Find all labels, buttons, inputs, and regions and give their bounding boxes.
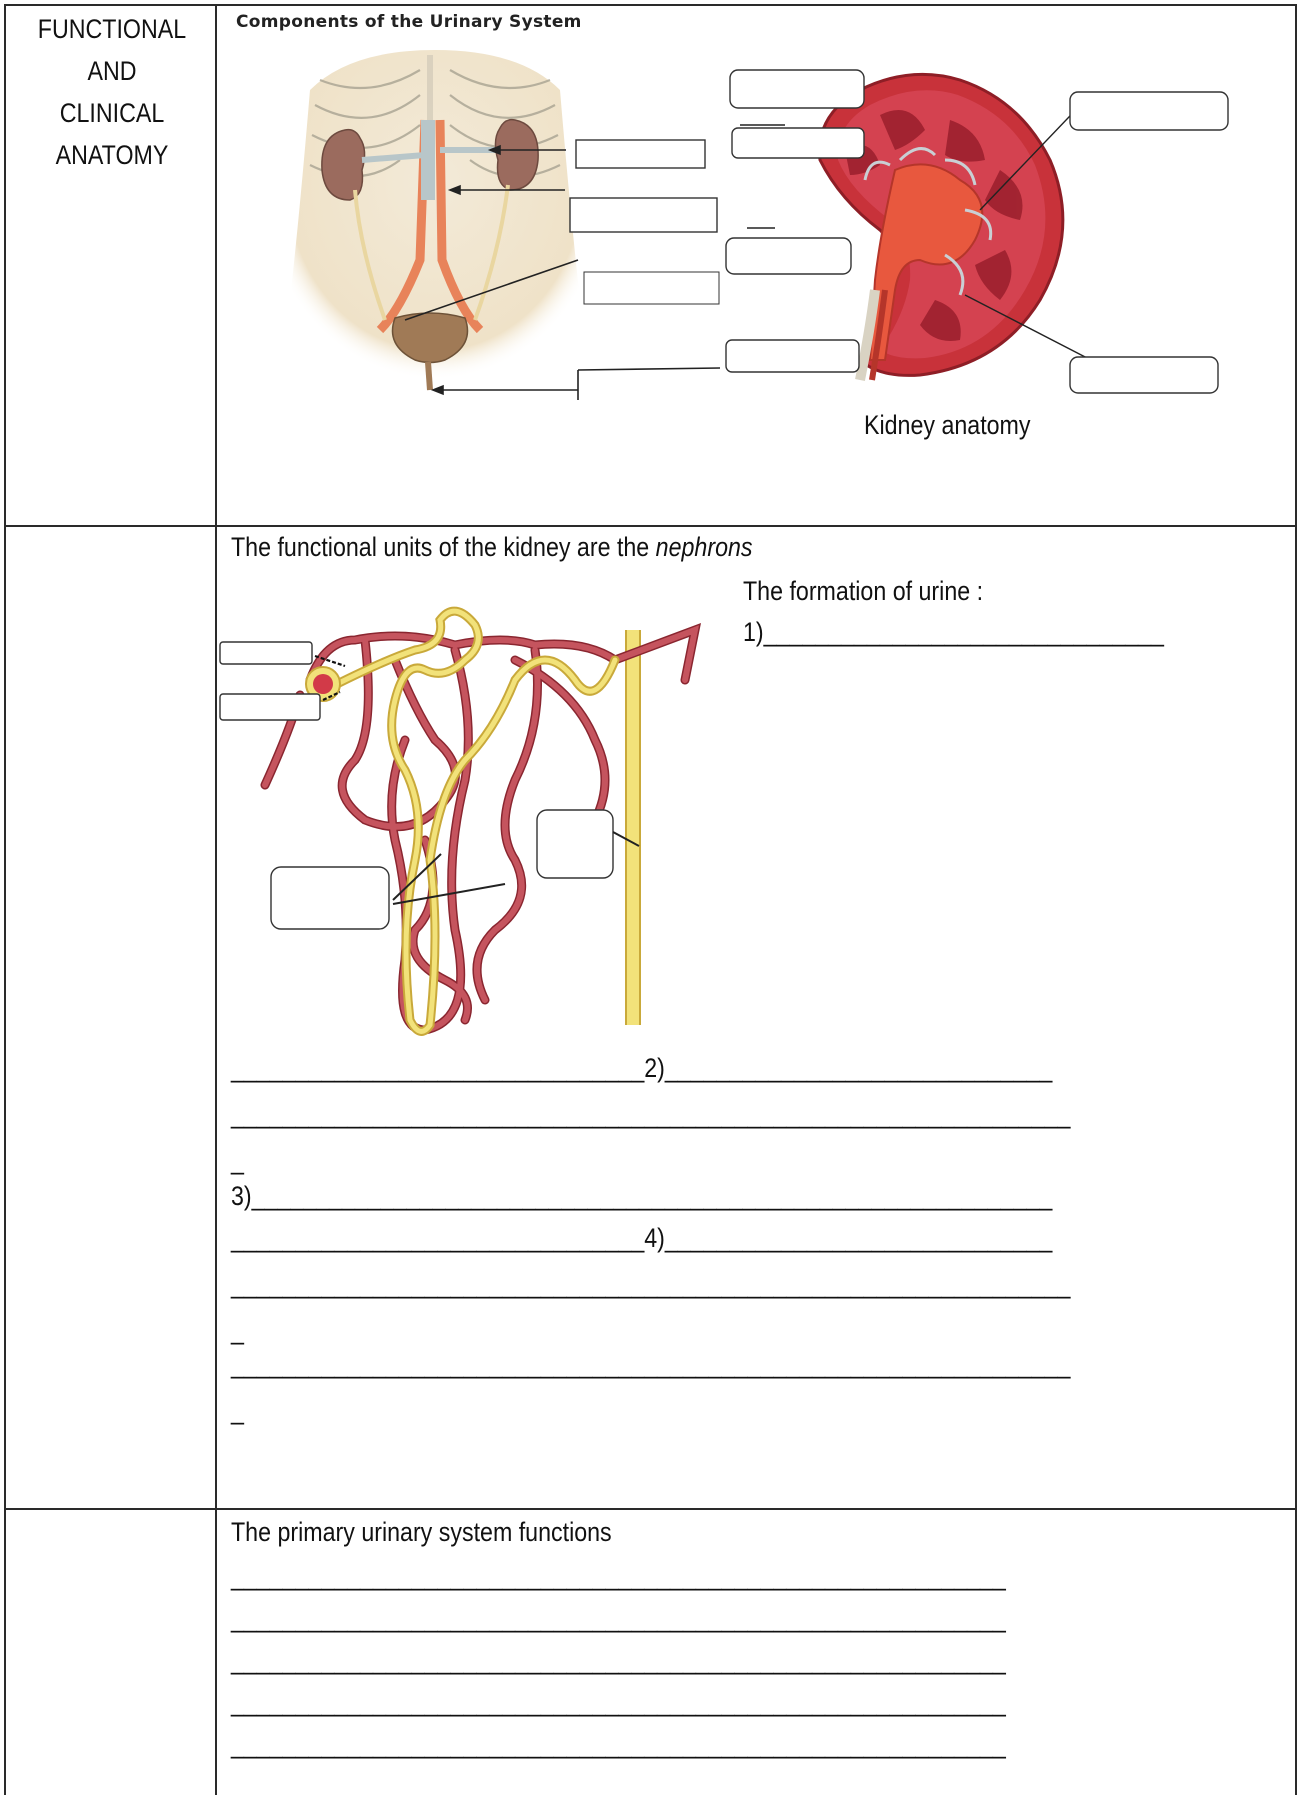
table-border-top [4, 4, 1297, 6]
formation-blank-line: ________________________________________… [231, 1268, 1070, 1300]
formation-blank-line: ________________________________________… [231, 1348, 1070, 1380]
formation-blank-stub: _ [231, 1394, 244, 1426]
label-blank-pyramid [1070, 357, 1218, 393]
nephron-illustration [215, 600, 735, 1055]
functions-heading: The primary urinary system functions [231, 1516, 612, 1548]
formation-step-1: 1)_______________________________ [743, 616, 1164, 648]
label-blank-calyx [1070, 92, 1228, 130]
formation-line-step-2: ________________________________2)______… [231, 1052, 1052, 1084]
urinary-label-boxes [560, 130, 730, 310]
label-blank-collecting-duct [537, 810, 613, 878]
label-blank-ureter [570, 198, 717, 232]
section-label: FUNCTIONAL AND CLINICAL ANATOMY [12, 8, 212, 176]
urinary-figure-title: Components of the Urinary System [236, 12, 582, 32]
label-blank-loop-of-henle [271, 867, 389, 929]
label-blank-medulla [732, 128, 864, 158]
label-blank-ureter-kidney [726, 340, 859, 372]
section-label-line: CLINICAL [26, 92, 198, 134]
section-label-line: AND [26, 50, 198, 92]
section-label-line: FUNCTIONAL [26, 8, 198, 50]
functions-blank-line: ________________________________________… [231, 1644, 1006, 1676]
functions-blank-line: ________________________________________… [231, 1560, 1006, 1592]
label-blank-bowman-capsule [220, 694, 320, 720]
nephron-intro: The functional units of the kidney are t… [231, 531, 753, 563]
formation-blank-stub: _ [231, 1314, 244, 1346]
kidney-caption: Kidney anatomy [864, 409, 1031, 441]
kidney-label-boxes [720, 60, 1240, 400]
functions-blank-line: ________________________________________… [231, 1686, 1006, 1718]
label-blank-bladder [584, 272, 719, 304]
table-border-left [4, 4, 6, 1795]
formation-heading: The formation of urine : [743, 575, 983, 607]
nephron-intro-text: The functional units of the kidney are t… [231, 532, 656, 562]
functions-blank-line: ________________________________________… [231, 1728, 1006, 1760]
formation-step-3: 3)______________________________________… [231, 1180, 1052, 1212]
table-border-right [1295, 4, 1297, 1795]
label-blank-cortex [730, 70, 864, 108]
nephron-intro-term: nephrons [656, 532, 753, 562]
label-blank-glomerulus [220, 642, 312, 664]
section-label-line: ANATOMY [26, 134, 198, 176]
formation-blank-line: ________________________________________… [231, 1098, 1070, 1130]
table-row-divider-2 [4, 1508, 1297, 1510]
formation-line-step-4: ________________________________4)______… [231, 1222, 1052, 1254]
functions-blank-line: ________________________________________… [231, 1602, 1006, 1634]
table-row-divider-1 [4, 525, 1297, 527]
formation-blank-stub: _ [231, 1144, 244, 1176]
label-blank-renal-pelvis [726, 238, 851, 274]
label-blank-kidney [576, 140, 705, 168]
